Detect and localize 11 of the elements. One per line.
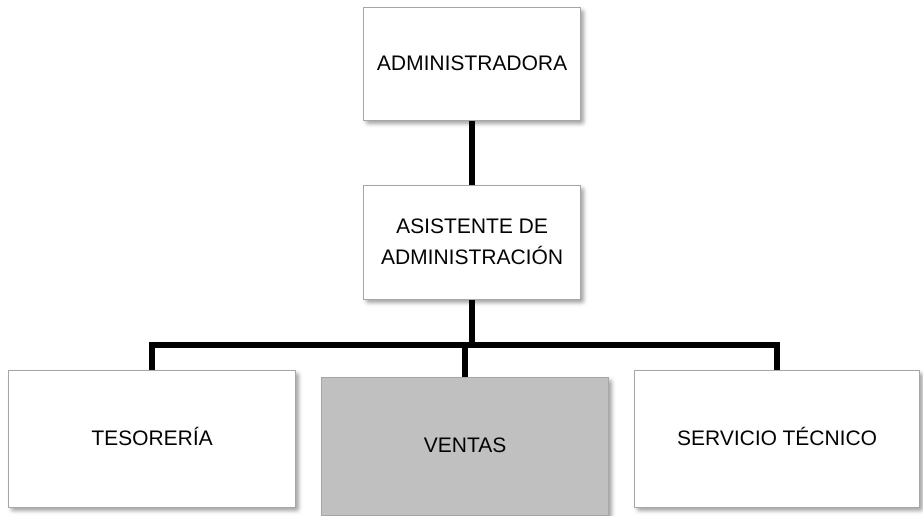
box-label: ADMINISTRADORA: [376, 50, 568, 77]
org-box: [363, 185, 581, 300]
org-box: [8, 370, 296, 508]
box-label: SERVICIO TÉCNICO: [676, 426, 878, 452]
box-label: VENTAS: [422, 433, 508, 460]
connector-line: [469, 121, 475, 185]
org-box: [321, 377, 609, 516]
box-label: TESORERÍA: [90, 426, 214, 452]
org-box: [634, 370, 920, 508]
org-box: [363, 7, 581, 121]
box-label: ASISTENTE DE ADMINISTRACIÓN: [380, 214, 564, 270]
